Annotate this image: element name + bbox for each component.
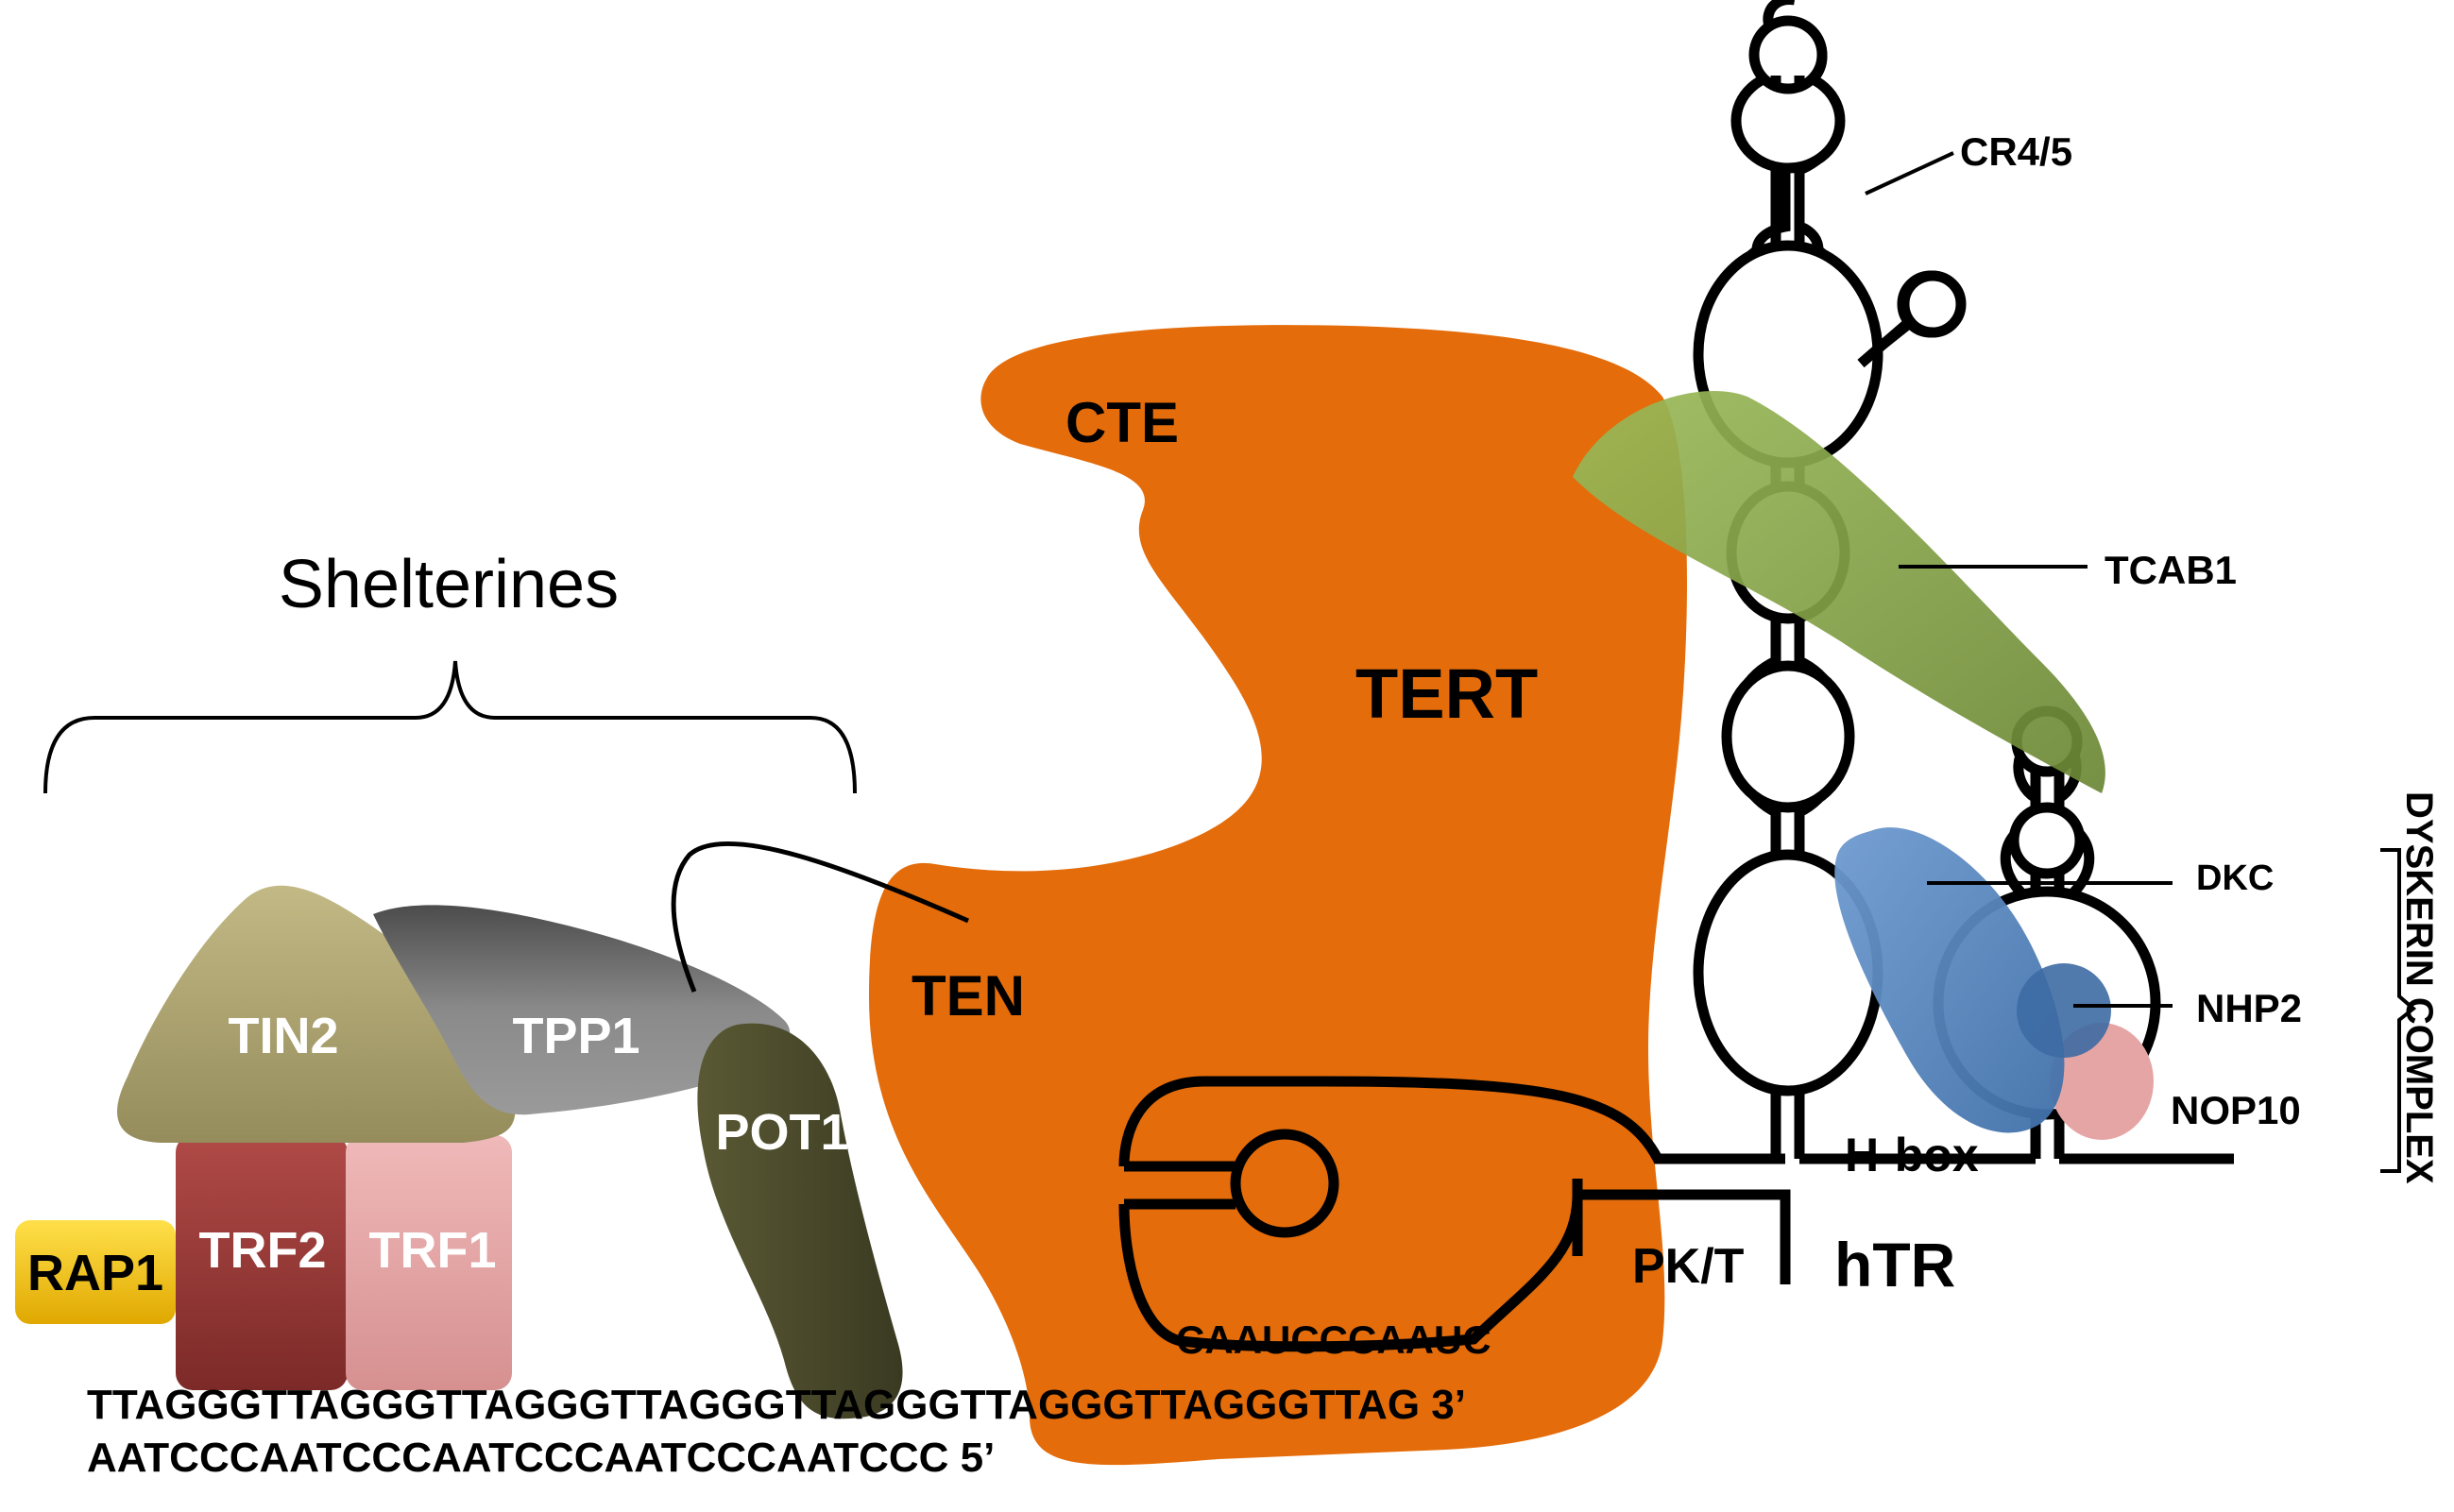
pk-template-inner bbox=[1118, 1179, 1583, 1352]
rap1-label: RAP1 bbox=[27, 1245, 163, 1301]
pot1-shape bbox=[697, 1023, 903, 1419]
side-loop bbox=[1899, 270, 1967, 338]
pkt-label: PK/T bbox=[1632, 1239, 1745, 1294]
cr45-label: CR4/5 bbox=[1960, 129, 2072, 174]
bubble-6 bbox=[1748, 15, 1828, 94]
bubble-2 bbox=[1721, 660, 1855, 813]
tin2-label: TIN2 bbox=[228, 1008, 338, 1064]
template-loop-circle bbox=[1230, 1129, 1339, 1238]
pot1-label: POT1 bbox=[715, 1104, 848, 1161]
rap1-box bbox=[15, 1220, 176, 1324]
template-sequence: CAAUCCCAAUC bbox=[1176, 1317, 1491, 1362]
tcab1-shape bbox=[1573, 390, 2105, 793]
haca-bubble-2 bbox=[2008, 802, 2086, 879]
dna-bottom-strand: AATCCCAATCCCAATCCCAATCCCAATCCC 5’ bbox=[87, 1435, 995, 1481]
trf1-label: TRF1 bbox=[369, 1222, 497, 1279]
nhp2-label: NHP2 bbox=[2196, 986, 2302, 1030]
callout-lines bbox=[1865, 151, 2417, 1173]
nhp2-shape bbox=[2017, 963, 2111, 1058]
tpp1-shape bbox=[373, 905, 791, 1115]
cr45-leader bbox=[1865, 151, 1954, 195]
hbox-label: H-box bbox=[1845, 1129, 1979, 1181]
trf2-label: TRF2 bbox=[199, 1222, 327, 1279]
trf2-box bbox=[176, 1135, 348, 1390]
tert-label: TERT bbox=[1355, 654, 1538, 733]
tert-shape bbox=[869, 325, 1687, 1466]
trf1-box bbox=[346, 1135, 512, 1390]
pkt-foot bbox=[1577, 1189, 1791, 1284]
dkc-shape bbox=[1834, 827, 2065, 1133]
cte-label: CTE bbox=[1065, 391, 1179, 454]
tcab1-label: TCAB1 bbox=[2105, 548, 2237, 592]
dkc-label: DKC bbox=[2196, 858, 2274, 898]
dyskerin-complex-label: DYSKERIN COMPLEX bbox=[2398, 791, 2440, 1184]
htr-label: hTR bbox=[1834, 1230, 1955, 1300]
shelterines-bracket bbox=[43, 660, 857, 794]
dna-top-strand: TTAGGGTTAGGGTTAGGGTTAGGGTTAGGGTTAGGGTTAG… bbox=[87, 1382, 1466, 1428]
nop10-label: NOP10 bbox=[2171, 1088, 2301, 1132]
tin2-shape bbox=[117, 885, 516, 1143]
shelterines-title: Shelterines bbox=[279, 547, 619, 622]
tpp1-label: TPP1 bbox=[512, 1008, 639, 1064]
tpp1-ten-tether bbox=[671, 841, 970, 993]
ten-label: TEN bbox=[912, 964, 1025, 1028]
dyskerin-bracket bbox=[2380, 848, 2417, 1173]
pk-template-loop bbox=[1118, 1076, 1785, 1167]
